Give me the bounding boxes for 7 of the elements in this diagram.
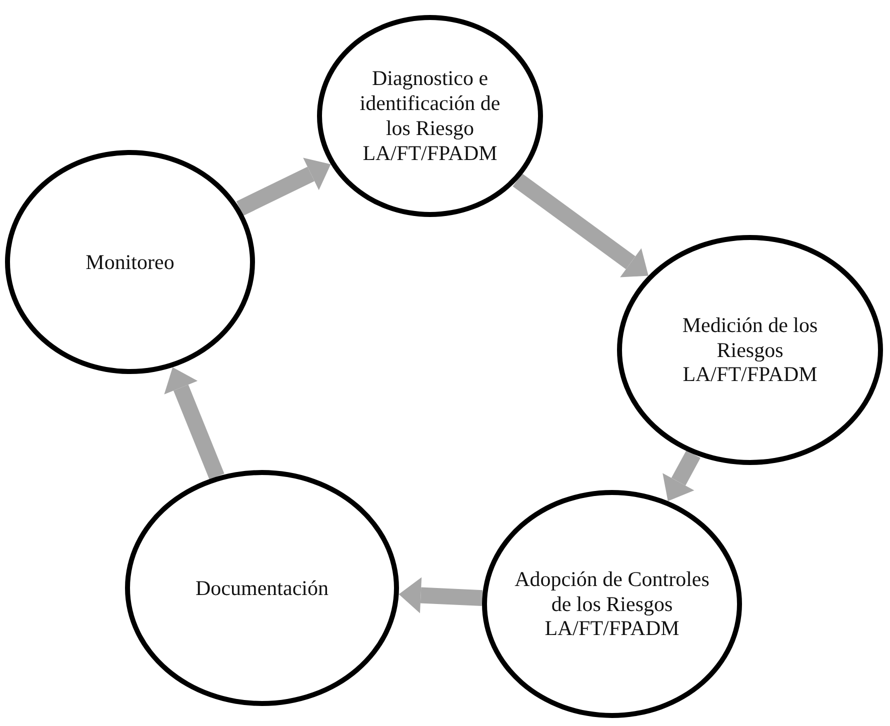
step-label: Adopción de Controles de los Riesgos LA/FT/FPADM: [514, 566, 710, 642]
step-label: Diagnostico e identificación de los Riesgo LA/FT/FPADM: [358, 66, 502, 166]
arrow: [398, 577, 483, 614]
step-label: Monitoreo: [86, 250, 174, 274]
step-label: Documentación: [196, 576, 328, 600]
step-label: Medición de los Riesgos LA/FT/FPADM: [681, 312, 819, 388]
arrow: [512, 174, 648, 278]
